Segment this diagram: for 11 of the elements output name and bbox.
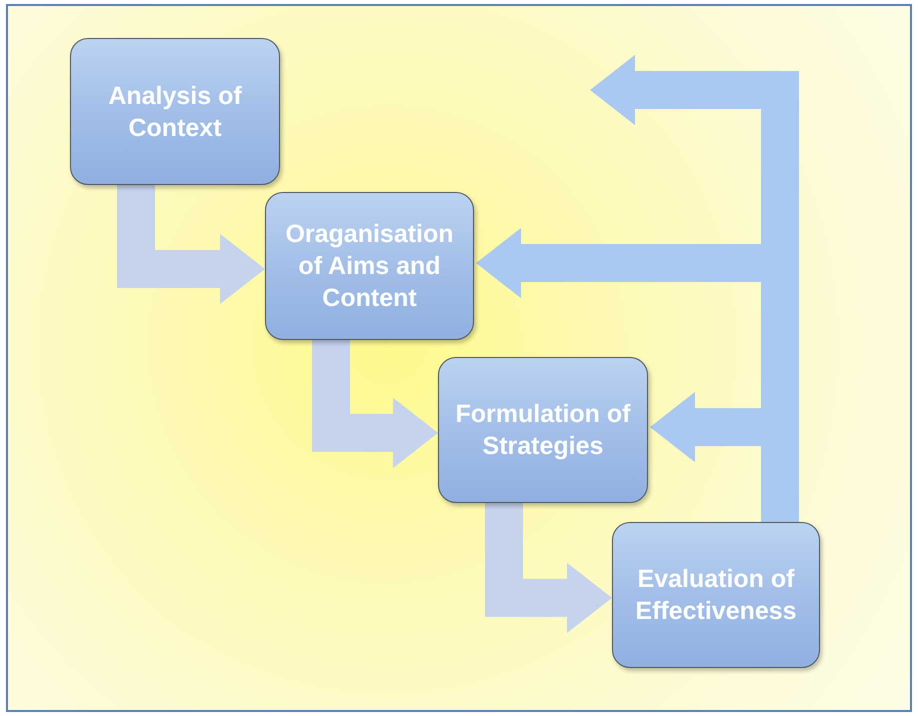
process-box <box>438 357 648 503</box>
box-label: Evaluation of Effectiveness <box>634 564 798 627</box>
process-box <box>70 38 280 185</box>
process-box <box>612 522 820 668</box>
process-box <box>265 192 474 340</box>
box-label: Oraganisation of Aims and Content <box>284 219 455 314</box>
block-arrow <box>485 503 612 634</box>
block-arrow <box>312 340 438 468</box>
block-arrow <box>117 185 265 304</box>
box-label: Formulation of Strategies <box>454 399 632 462</box>
box-label: Analysis of Context <box>107 80 243 144</box>
